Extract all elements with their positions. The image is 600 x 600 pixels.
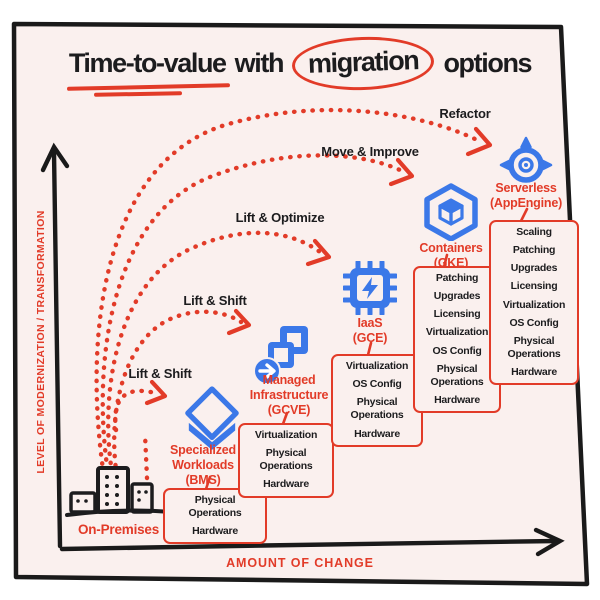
bms-label: Specialized Workloads (BMS): [143, 443, 263, 487]
title-text-2: with: [234, 47, 285, 78]
appengine-name: Serverless: [495, 181, 557, 195]
responsibility-item: Hardware: [263, 478, 309, 491]
label-box-connectors: [204, 207, 529, 491]
responsibility-item: Virtualization: [254, 429, 318, 441]
y-axis: [40, 142, 70, 549]
responsibility-item: Virtualization: [345, 360, 409, 372]
responsibility-item: Physical Operations: [350, 396, 404, 422]
arc-move-improve: [100, 153, 415, 508]
gcve-responsibility-box: Virtualization Physical Operations Hardw…: [238, 423, 334, 498]
responsibility-item: Hardware: [434, 393, 480, 406]
title-text-3: options: [443, 47, 532, 78]
gce-responsibility-box: Virtualization OS Config Physical Operat…: [331, 354, 423, 447]
path-label-lift-shift-upper: Lift & Shift: [183, 293, 247, 308]
appengine-product: (AppEngine): [489, 195, 563, 210]
responsibility-item: OS Config: [352, 378, 402, 391]
gke-icon: [423, 183, 479, 241]
title-circled-word: migration: [291, 34, 436, 92]
responsibility-item: Licensing: [510, 280, 558, 293]
responsibility-item: Upgrades: [433, 290, 481, 303]
responsibility-item: Physical Operations: [507, 334, 561, 360]
responsibility-item: OS Config: [432, 344, 482, 357]
gcve-label: Managed Infrastructure (GCVE): [225, 373, 353, 417]
responsibility-item: Physical Operations: [430, 362, 484, 388]
responsibility-item: Licensing: [433, 308, 481, 321]
y-axis-label: LEVEL OF MODERNIZATION / TRANSFORMATION: [35, 210, 47, 474]
appengine-label: Serverless (AppEngine): [472, 181, 580, 211]
gce-label: IaaS (GCE): [330, 316, 410, 346]
responsibility-item: Hardware: [354, 427, 400, 440]
red-underline-1: [66, 82, 230, 91]
gcve-product: (GCVE): [267, 402, 311, 417]
gce-icon: [343, 261, 397, 315]
arc-refactor: [94, 107, 493, 503]
title-underlined-part: Time-to-value: [66, 47, 230, 97]
path-label-lift-optimize: Lift & Optimize: [235, 210, 325, 225]
appengine-responsibility-box: Scaling Patching Upgrades Licensing Virt…: [489, 220, 579, 386]
responsibility-item: Hardware: [511, 366, 557, 378]
x-axis: [59, 527, 565, 557]
frame-border: [11, 21, 590, 587]
bms-product: (BMS): [185, 472, 221, 487]
bms-icon: [184, 386, 240, 450]
page-title: Time-to-value with migration options: [26, 30, 574, 97]
responsibility-item: Hardware: [192, 525, 238, 538]
on-premises-label: On-Premises: [77, 522, 160, 537]
gce-name: IaaS: [357, 316, 383, 330]
responsibility-item: OS Config: [509, 316, 559, 329]
gcve-icon: [250, 322, 312, 386]
bms-name: Specialized Workloads: [170, 443, 236, 472]
responsibility-item: Upgrades: [510, 262, 558, 275]
arc-lift-shift-lower: [113, 379, 168, 481]
gcve-name: Managed Infrastructure: [249, 373, 329, 402]
responsibility-item: Patching: [512, 244, 556, 257]
appengine-icon: [498, 135, 554, 191]
path-label-lift-shift-lower: Lift & Shift: [128, 366, 192, 381]
gke-name: Containers: [419, 241, 483, 255]
red-underline-2: [93, 91, 182, 97]
gke-responsibility-box: Patching Upgrades Licensing Virtualizati…: [413, 266, 501, 413]
gce-product: (GCE): [352, 330, 388, 345]
title-text-1: Time-to-value: [68, 47, 227, 78]
path-label-move-improve: Move & Improve: [321, 144, 419, 159]
responsibility-item: Physical Operations: [259, 447, 313, 473]
path-label-refactor: Refactor: [439, 106, 491, 121]
x-axis-label: AMOUNT OF CHANGE: [226, 556, 374, 570]
responsibility-item: Patching: [435, 272, 479, 284]
responsibility-item: Virtualization: [425, 326, 489, 339]
arc-lift-shift-upper: [112, 308, 252, 513]
on-premises-icon: [64, 462, 176, 522]
arc-lift-optimize: [106, 230, 332, 511]
responsibility-item: Physical Operations: [188, 494, 242, 520]
responsibility-item: Scaling: [516, 226, 552, 238]
responsibility-item: Virtualization: [502, 298, 566, 311]
